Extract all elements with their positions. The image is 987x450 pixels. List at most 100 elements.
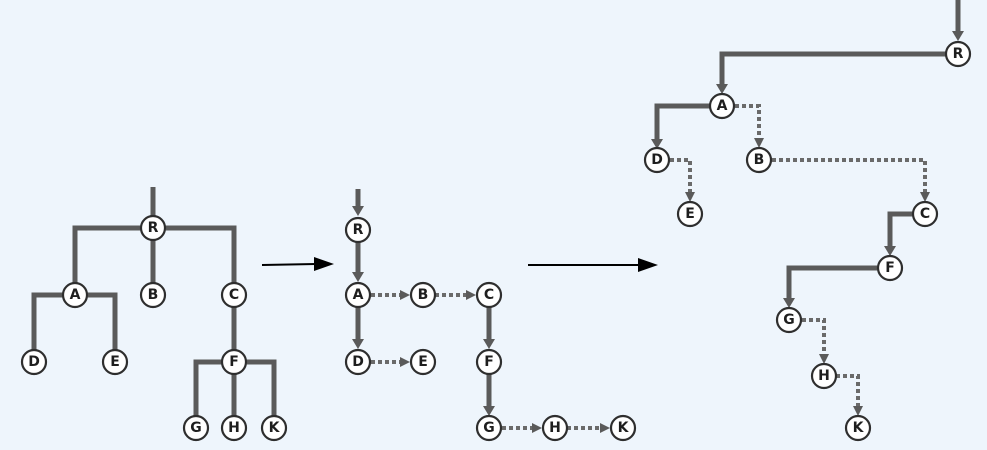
conversion-arrow-2 (528, 258, 658, 272)
bt-nodes: R A D B E C F G H K (643, 40, 972, 442)
bt-edge-h-k-head (853, 406, 863, 416)
cs-sibling-d-e-head (400, 357, 410, 367)
bt-edge-b-c-head (920, 192, 930, 202)
svg-text:A: A (70, 287, 81, 303)
conversion-arrow-1 (261, 257, 334, 271)
cs-node-d: D (344, 348, 372, 376)
bt-edges (651, 0, 964, 416)
bt-edge-g-h (802, 318, 826, 354)
svg-text:C: C (484, 287, 494, 303)
svg-text:B: B (418, 287, 429, 303)
cs-entry-arrowhead (352, 206, 364, 216)
cs-nodes: R A B C D E F G H K (344, 216, 637, 442)
binary-tree: R A D B E C F G H K (643, 0, 972, 442)
cs-node-f: F (475, 348, 503, 376)
bt-node-e: E (676, 200, 704, 228)
tree-node-g: G (182, 414, 210, 442)
cs-node-c: C (475, 281, 503, 309)
bt-edge-g-h-head (819, 354, 829, 364)
svg-text:H: H (818, 368, 830, 384)
svg-text:D: D (651, 152, 663, 168)
tree-edge-f-g (193, 359, 221, 416)
child-sibling-tree: R A B C D E F G H K (344, 189, 637, 442)
tree-edge-a-e (88, 292, 118, 350)
bt-node-b: B (745, 146, 773, 174)
svg-text:D: D (28, 354, 40, 370)
bt-edge-f-g-head (783, 298, 795, 308)
svg-text:R: R (148, 220, 159, 236)
svg-text:F: F (484, 354, 494, 370)
svg-text:B: B (148, 287, 159, 303)
svg-text:E: E (685, 206, 695, 222)
cs-sibling-g-h-head (532, 423, 542, 433)
general-tree: R A B C D E F G H K (20, 187, 288, 442)
tree-node-d: D (20, 348, 48, 376)
bt-node-a: A (708, 92, 736, 120)
bt-node-d: D (643, 146, 671, 174)
cs-node-b: B (409, 281, 437, 309)
svg-text:K: K (618, 420, 630, 436)
cs-node-g: G (475, 414, 503, 442)
svg-text:K: K (269, 420, 281, 436)
tree-node-h: H (220, 414, 248, 442)
bt-node-c: C (911, 200, 939, 228)
svg-text:K: K (853, 420, 865, 436)
bt-edge-c-f (887, 211, 912, 248)
tree-node-f: F (220, 348, 248, 376)
cs-node-e: E (409, 348, 437, 376)
bt-node-g: G (775, 306, 803, 334)
tree-node-c: C (220, 281, 248, 309)
tree-node-r: R (139, 214, 167, 242)
svg-text:E: E (418, 354, 428, 370)
cs-node-a: A (344, 281, 372, 309)
tree-node-e: E (101, 348, 129, 376)
tree-edge-r-c (166, 225, 237, 283)
cs-edges (352, 189, 610, 433)
svg-text:R: R (353, 222, 364, 238)
svg-text:F: F (885, 260, 895, 276)
cs-edge-c-f-head (483, 339, 495, 349)
bt-edge-h-k (836, 374, 860, 406)
bt-node-r: R (944, 40, 972, 68)
svg-text:H: H (228, 420, 240, 436)
bt-edge-d-e (670, 158, 692, 193)
bt-node-k: K (844, 414, 872, 442)
svg-text:C: C (229, 287, 239, 303)
svg-text:H: H (549, 420, 561, 436)
bt-edge-b-c (772, 158, 927, 193)
cs-sibling-a-b-head (400, 290, 410, 300)
bt-edge-r-a (719, 51, 946, 84)
cs-sibling-b-c-head (466, 290, 476, 300)
svg-text:G: G (783, 312, 795, 328)
tree-edge-f-k (247, 359, 277, 416)
bt-edge-a-b (735, 104, 761, 139)
tree-node-b: B (139, 281, 167, 309)
cs-edge-r-a-head (352, 272, 364, 282)
svg-text:R: R (953, 46, 964, 62)
bt-edge-f-g (786, 265, 877, 298)
cs-node-r: R (344, 216, 372, 244)
tree-edge-a-d (31, 292, 62, 350)
svg-text:E: E (110, 354, 120, 370)
bt-edge-a-d (654, 103, 710, 140)
svg-text:F: F (229, 354, 239, 370)
svg-text:C: C (920, 206, 930, 222)
svg-text:B: B (754, 152, 765, 168)
bt-edge-r-a-head (716, 84, 728, 94)
cs-sibling-h-k-head (600, 423, 610, 433)
bt-node-f: F (876, 254, 904, 282)
bt-entry-arrowhead (952, 31, 964, 41)
bt-edge-d-e-head (685, 192, 695, 202)
tree-node-k: K (260, 414, 288, 442)
bt-edge-c-f-head (884, 246, 896, 256)
tree-edge-r-a (72, 225, 140, 283)
tree-node-a: A (61, 281, 89, 309)
bt-edge-a-b-head (754, 138, 764, 148)
cs-node-k: K (609, 414, 637, 442)
svg-text:D: D (352, 354, 364, 370)
svg-text:G: G (190, 420, 202, 436)
cs-edge-f-g-head (483, 406, 495, 416)
cs-node-h: H (541, 414, 569, 442)
bt-node-h: H (810, 362, 838, 390)
